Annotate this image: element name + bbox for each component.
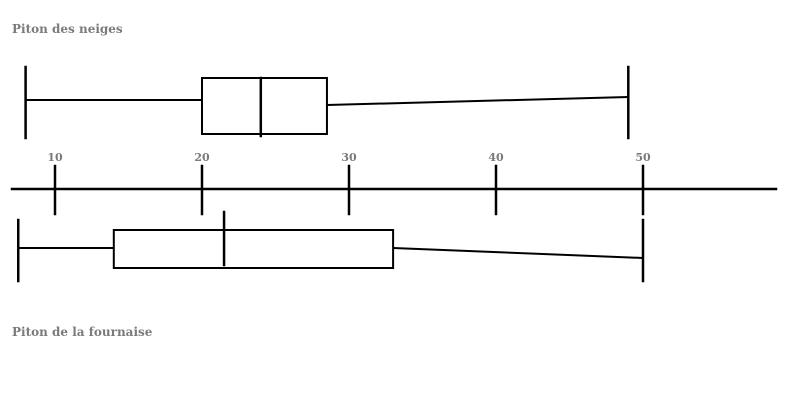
tick-label-20: 20 bbox=[194, 151, 210, 164]
series-label-piton-de-la-fournaise: Piton de la fournaise bbox=[12, 325, 153, 339]
number-axis: 10 20 30 40 50 bbox=[10, 151, 778, 216]
tick-label-50: 50 bbox=[635, 151, 651, 164]
boxplot-piton-de-la-fournaise bbox=[17, 210, 645, 283]
tick-label-40: 40 bbox=[488, 151, 504, 164]
iqr-box bbox=[112, 229, 395, 269]
whisker-right bbox=[393, 247, 644, 259]
series-label-piton-des-neiges: Piton des neiges bbox=[12, 22, 123, 36]
boxplot-piton-des-neiges bbox=[24, 65, 630, 140]
whisker-right bbox=[326, 96, 629, 106]
tick-label-10: 10 bbox=[47, 151, 63, 164]
boxplots bbox=[17, 65, 645, 283]
tick-label-30: 30 bbox=[341, 151, 357, 164]
iqr-box bbox=[201, 77, 328, 135]
